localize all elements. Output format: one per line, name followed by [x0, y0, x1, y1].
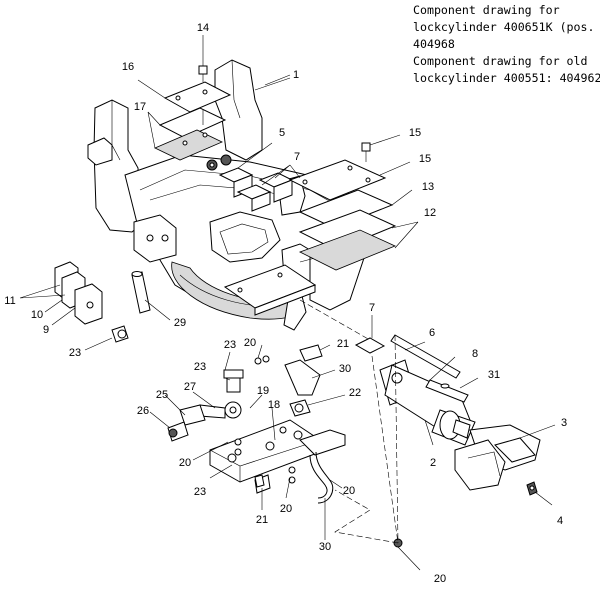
- callout-label: 11: [4, 295, 15, 307]
- callout-label: 17: [134, 101, 146, 113]
- callout-label: 20: [343, 485, 355, 497]
- callout-label: 12: [424, 207, 436, 219]
- block-parts-5-7: [206, 154, 294, 212]
- callout-label: 14: [197, 22, 209, 34]
- pin-29: [131, 271, 151, 314]
- callout-label: 23: [194, 486, 206, 498]
- drawing-caption: Component drawing for lockcylinder 40065…: [413, 2, 600, 87]
- callout-label: 15: [409, 127, 421, 139]
- callout-label: 19: [257, 385, 269, 397]
- plate-stack-14-13-12: [288, 142, 397, 271]
- callout-labels: 14 16 1 17 5 15 7 15 13 12 11 10 9 23 29…: [4, 22, 567, 585]
- callout-label: 9: [43, 324, 49, 336]
- callout-label: 1: [293, 69, 299, 81]
- callout-label: 18: [268, 399, 280, 411]
- callout-label: 8: [472, 348, 478, 360]
- caption-line-1: Component drawing for: [413, 3, 560, 17]
- callout-label: 21: [256, 514, 268, 526]
- caption-line-2: lockcylinder 400651K (pos. 2):: [413, 20, 600, 34]
- callout-label: 7: [369, 302, 375, 314]
- callout-label: 2: [430, 457, 436, 469]
- plate-stack-17-16: [154, 65, 232, 161]
- callout-label: 13: [422, 181, 434, 193]
- callout-label: 21: [337, 338, 349, 350]
- callout-label: 5: [279, 127, 285, 139]
- callout-label: 20: [434, 573, 446, 585]
- callout-label: 31: [488, 369, 500, 381]
- callout-label: 29: [174, 317, 186, 329]
- valve-block-18: [167, 344, 403, 548]
- callout-label: 30: [319, 541, 331, 553]
- callout-label: 22: [349, 387, 361, 399]
- caption-line-3: 404968: [413, 37, 455, 51]
- callout-label: 20: [179, 457, 191, 469]
- callout-label: 27: [184, 381, 196, 393]
- callout-label: 7: [294, 151, 300, 163]
- lock-cylinder-assembly: [354, 334, 541, 496]
- caption-line-5: lockcylinder 400551: 404962: [413, 71, 600, 85]
- callout-label: 20: [244, 337, 256, 349]
- callout-label: 16: [122, 61, 134, 73]
- callout-label: 20: [280, 503, 292, 515]
- parts-9-10-11: [54, 261, 129, 343]
- callout-label: 23: [69, 347, 81, 359]
- callout-label: 10: [31, 309, 43, 321]
- callout-label: 30: [339, 363, 351, 375]
- callout-label: 4: [557, 515, 563, 527]
- callout-label: 6: [429, 327, 435, 339]
- callout-label: 23: [194, 361, 206, 373]
- leader-lines: [19, 35, 556, 571]
- caption-line-4: Component drawing for old: [413, 54, 588, 68]
- callout-label: 26: [137, 405, 149, 417]
- callout-label: 25: [156, 389, 168, 401]
- callout-label: 3: [561, 417, 567, 429]
- callout-label: 23: [224, 339, 236, 351]
- callout-label: 15: [419, 153, 431, 165]
- front-plate: [223, 264, 317, 316]
